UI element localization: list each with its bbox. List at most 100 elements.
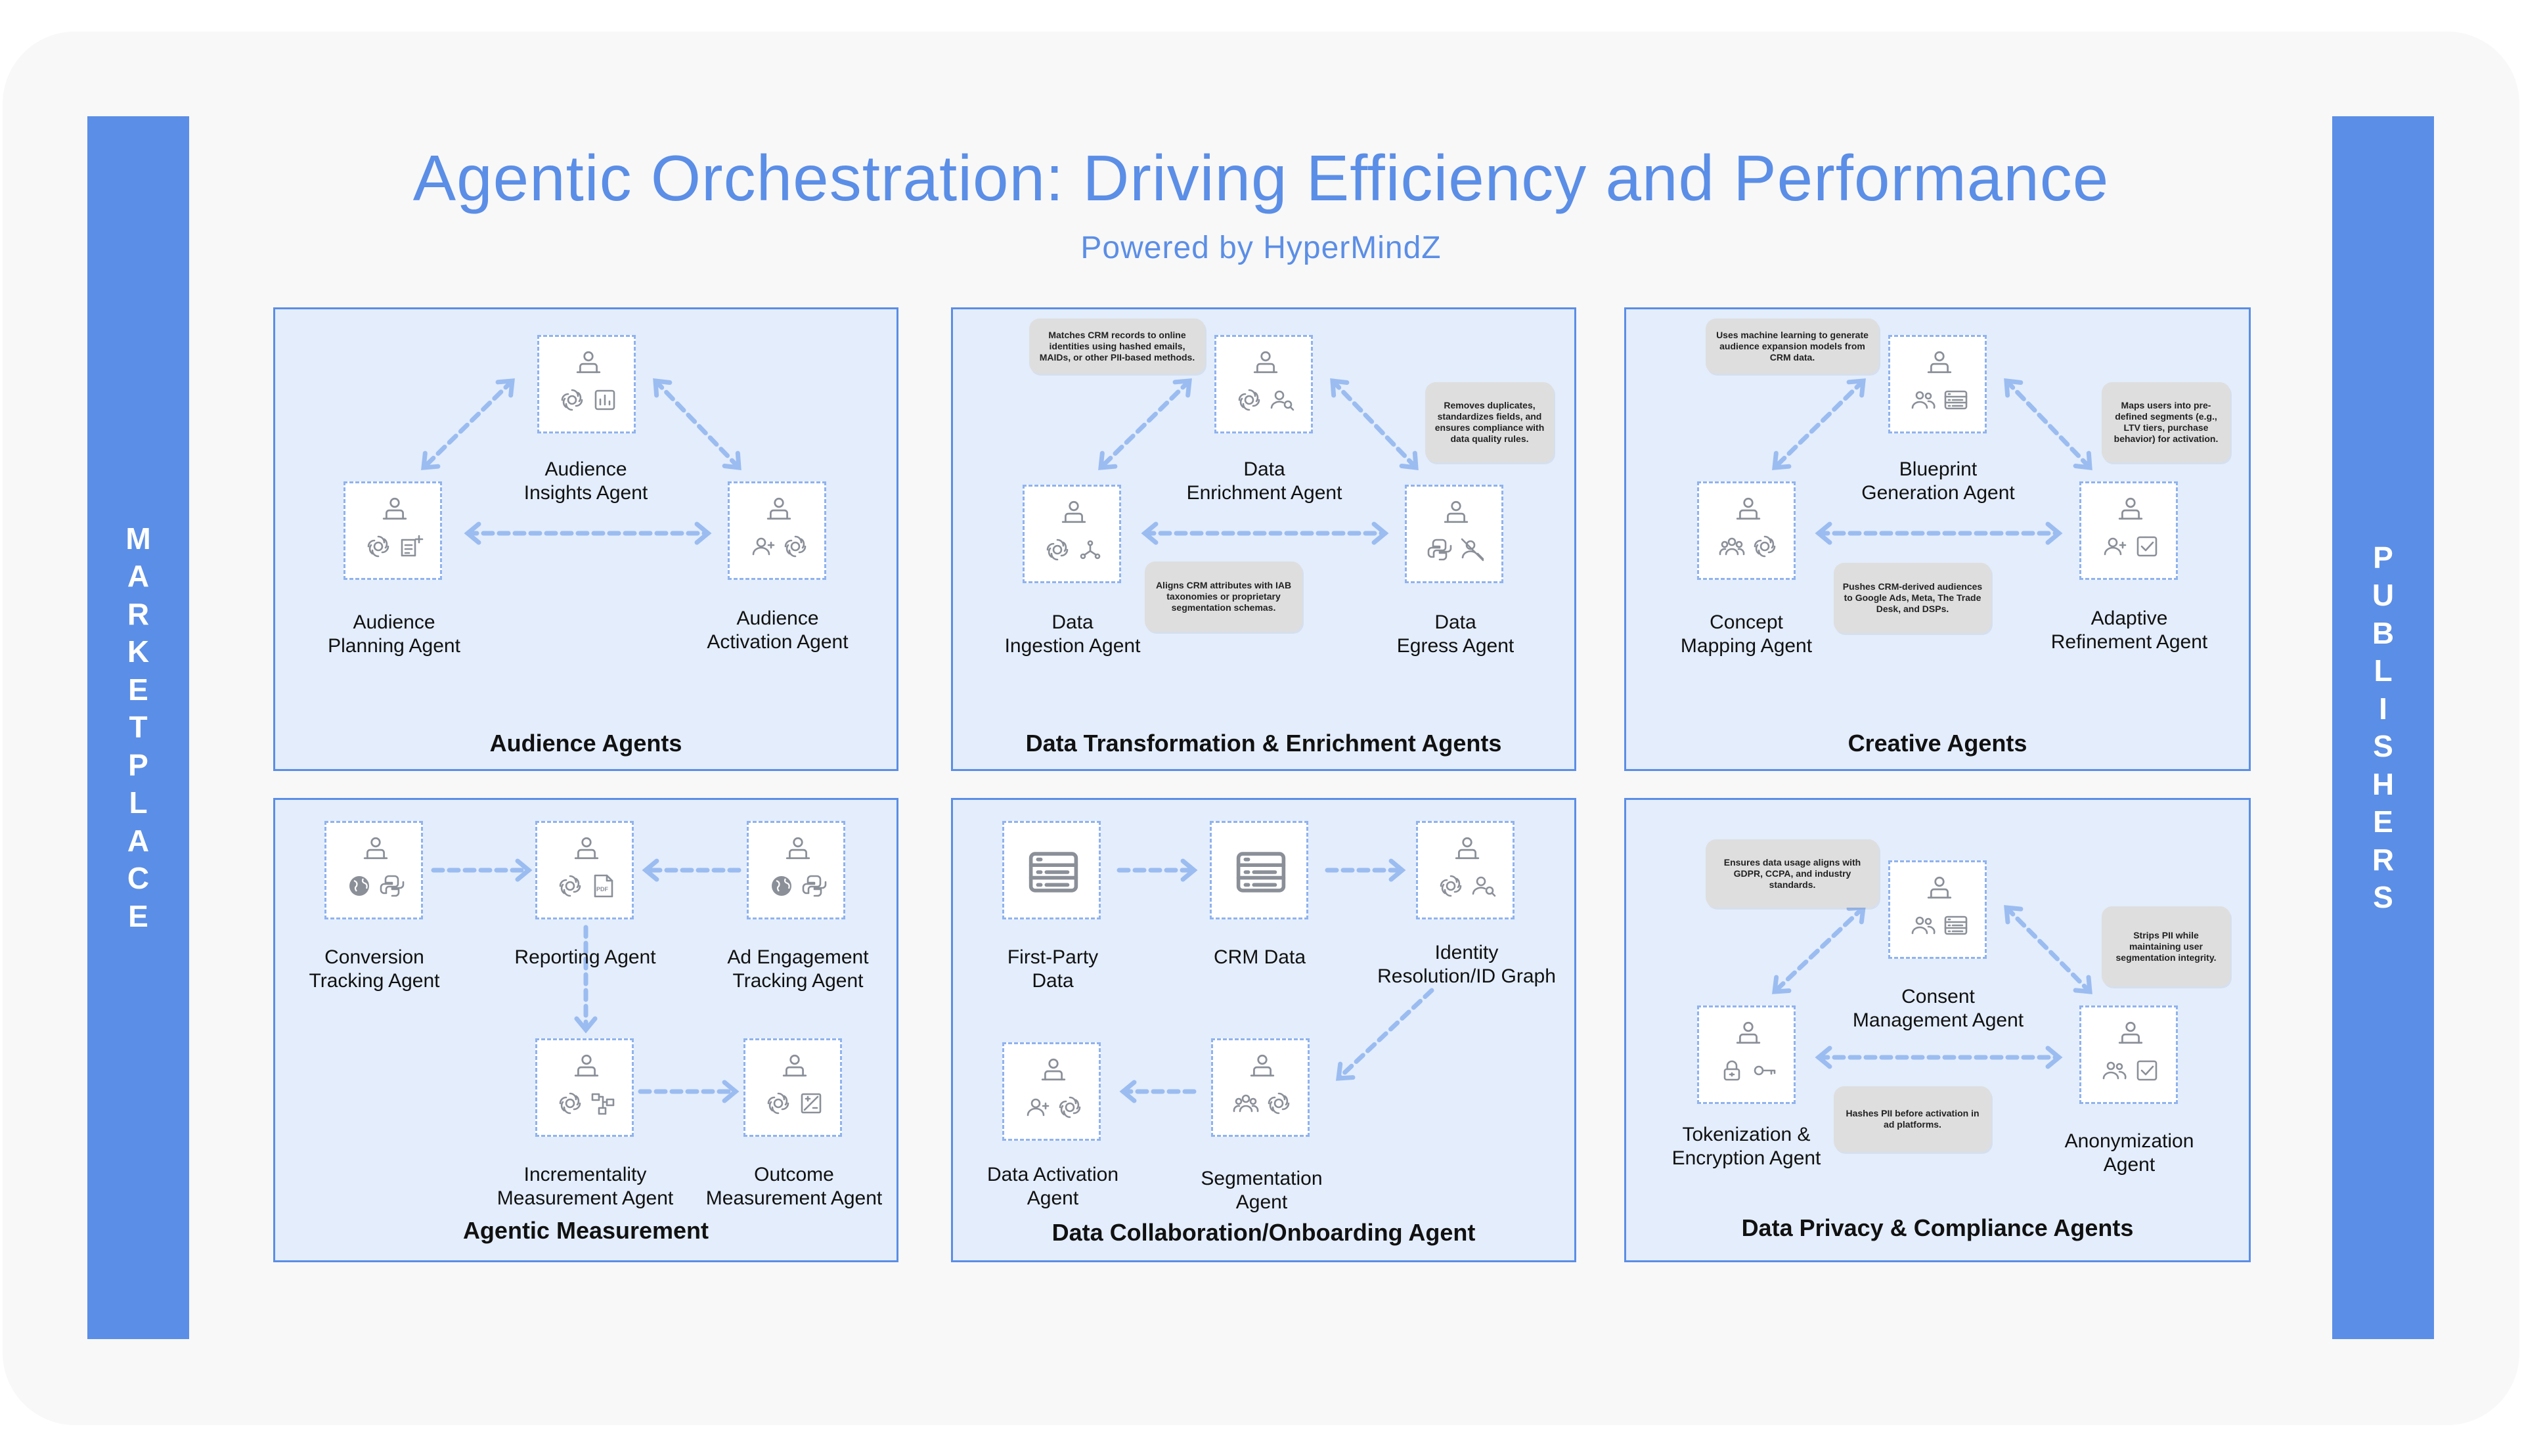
bar-chart-icon — [594, 389, 615, 410]
agent-label: Outcome Measurement Agent — [705, 1164, 883, 1209]
python-icon — [802, 875, 827, 897]
person-icon — [1061, 500, 1086, 523]
publishers-letter: P — [2373, 540, 2393, 575]
openai-icon — [1238, 389, 1260, 411]
agent-label: Audience Planning Agent — [328, 611, 460, 657]
panel-title: Audience Agents — [489, 730, 682, 757]
measurement-engagement-agent-card[interactable] — [747, 821, 845, 919]
group-icon — [1911, 916, 1936, 935]
measurement-conversion-agent-card[interactable] — [324, 821, 423, 919]
user-off-icon — [1461, 538, 1484, 562]
audience-activation-agent-card[interactable] — [728, 481, 826, 580]
tooltip-note: Pushes CRM-derived audiences to Google A… — [1834, 563, 1991, 633]
panel-title: Data Privacy & Compliance Agents — [1741, 1214, 2134, 1241]
marketplace-letter: R — [127, 596, 150, 631]
note-add-icon — [401, 535, 424, 557]
openai-icon — [1059, 1096, 1081, 1118]
openai-icon — [784, 535, 807, 558]
list-box-icon — [1236, 852, 1286, 893]
marketplace-letter: C — [127, 861, 150, 896]
add-user-icon — [752, 537, 775, 556]
person-icon — [782, 1054, 807, 1077]
agent-label: Audience Activation Agent — [707, 607, 849, 653]
agent-label: Data Enrichment Agent — [1186, 458, 1342, 504]
key-icon — [1754, 1065, 1776, 1076]
data-transformation-enrichment-agent-card[interactable] — [1214, 335, 1313, 433]
panel-title: Data Transformation & Enrichment Agents — [1025, 730, 1502, 757]
privacy-anonymization-agent-card[interactable] — [2079, 1005, 2178, 1104]
marketplace-letter: M — [125, 521, 151, 556]
person-icon — [1455, 837, 1480, 860]
tooltip-note: Matches CRM records to online identities… — [1029, 319, 1205, 374]
marketplace-letter: T — [129, 710, 148, 745]
checkbox-icon — [2136, 536, 2157, 557]
tooltip-note: Aligns CRM attributes with IAB taxonomie… — [1145, 562, 1302, 632]
person-icon — [1736, 1021, 1761, 1044]
globe-icon — [772, 876, 791, 896]
tooltip-note: Removes duplicates, standardizes fields,… — [1425, 382, 1554, 462]
agent-label: Incrementality Measurement Agent — [497, 1164, 674, 1209]
group-icon — [2102, 1061, 2127, 1080]
measurement-reporting-agent-card[interactable]: PDF — [535, 821, 634, 919]
audience-insights-agent-card[interactable] — [537, 335, 636, 433]
collaboration-first-party-agent-card[interactable] — [1002, 821, 1101, 919]
publishers-letter: S — [2373, 880, 2393, 914]
tooltip-note: Strips PII while maintaining user segmen… — [2102, 906, 2230, 986]
privacy-tokenization-agent-card[interactable] — [1697, 1005, 1796, 1104]
network-icon — [1080, 540, 1101, 560]
creative-refinement-agent-card[interactable] — [2079, 481, 2178, 580]
person-icon — [1927, 351, 1952, 374]
user-search-icon — [1472, 876, 1496, 897]
globe-icon — [349, 876, 369, 896]
add-user-icon — [1027, 1098, 1050, 1116]
collaboration-activation-agent-card[interactable] — [1002, 1042, 1101, 1141]
measurement-incrementality-agent-card[interactable] — [535, 1038, 634, 1137]
panel-title: Data Collaboration/Onboarding Agent — [1051, 1219, 1476, 1246]
publishers-letter: H — [2372, 766, 2395, 801]
pdf-icon: PDF — [594, 874, 613, 898]
agent-label: Data Ingestion Agent — [1004, 611, 1141, 657]
measurement-outcome-agent-card[interactable] — [743, 1038, 842, 1137]
person-icon — [574, 1054, 599, 1077]
agent-label: Concept Mapping Agent — [1680, 611, 1813, 657]
openai-icon — [1754, 535, 1776, 558]
audience-planning-agent-card[interactable] — [343, 481, 442, 580]
data-transformation-egress-agent-card[interactable] — [1405, 485, 1503, 583]
marketplace-letter: A — [127, 823, 150, 858]
publishers-letter: S — [2373, 729, 2393, 763]
agent-label: Segmentation Agent — [1201, 1168, 1323, 1213]
creative-concept-agent-card[interactable] — [1697, 481, 1796, 580]
add-user-icon — [2104, 537, 2127, 556]
privacy-consent-agent-card[interactable] — [1888, 860, 1987, 959]
checkbox-icon — [2136, 1060, 2157, 1081]
tooltip-note: Hashes PII before activation in ad platf… — [1834, 1086, 1991, 1152]
person-icon — [1041, 1058, 1066, 1081]
panel-title: Agentic Measurement — [462, 1217, 709, 1244]
marketplace-letter: E — [128, 672, 148, 707]
svg-text:PDF: PDF — [596, 886, 609, 893]
collaboration-segmentation-agent-card[interactable] — [1211, 1038, 1310, 1137]
person-icon — [766, 497, 791, 520]
collaboration-identity-agent-card[interactable] — [1416, 821, 1515, 919]
openai-icon — [1268, 1092, 1290, 1114]
agent-label: Adaptive Refinement Agent — [2050, 607, 2208, 653]
agent-label: Identity Resolution/ID Graph — [1377, 942, 1556, 987]
agent-label: Data Activation Agent — [986, 1164, 1119, 1209]
collaboration-crm-agent-card[interactable] — [1210, 821, 1308, 919]
list-box-icon — [1029, 852, 1078, 893]
publishers-letter: L — [2374, 653, 2393, 688]
data-transformation-ingestion-agent-card[interactable] — [1023, 485, 1121, 583]
person-icon — [576, 351, 601, 374]
group-icon — [1911, 391, 1936, 409]
trend-box-icon — [801, 1093, 822, 1114]
agent-label: Audience Insights Agent — [523, 458, 648, 504]
workflow-icon — [591, 1093, 615, 1115]
tooltip-note: Maps users into pre-defined segments (e.… — [2102, 382, 2230, 462]
list-box-icon — [1944, 916, 1968, 935]
person-icon — [785, 837, 810, 860]
person-icon — [1927, 876, 1952, 899]
creative-blueprint-agent-card[interactable] — [1888, 335, 1987, 433]
marketplace-letter: P — [128, 747, 148, 782]
agent-label: Ad Engagement Tracking Agent — [727, 946, 869, 992]
openai-icon — [1440, 875, 1462, 897]
